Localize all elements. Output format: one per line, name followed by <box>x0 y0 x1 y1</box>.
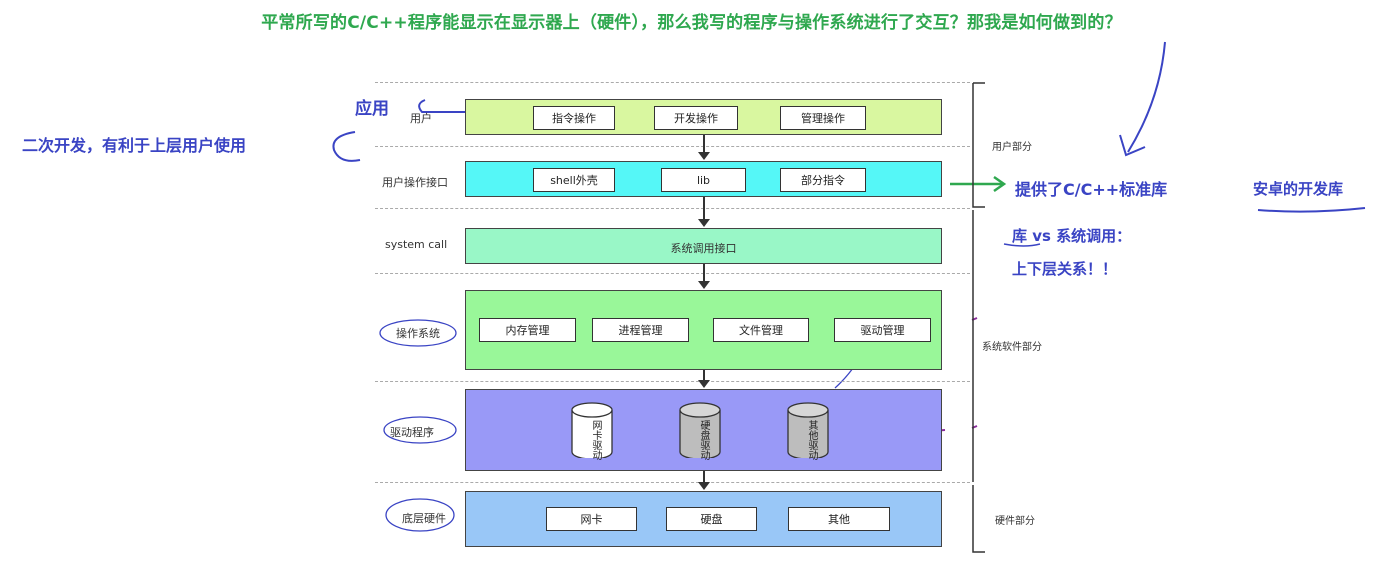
box-dev-op: 开发操作 <box>654 106 738 130</box>
box-manage-op: 管理操作 <box>780 106 866 130</box>
box-process-mgmt: 进程管理 <box>592 318 689 342</box>
note-secondary-dev: 二次开发，有利于上层用户使用 <box>22 136 247 155</box>
box-partial-cmd: 部分指令 <box>780 168 866 192</box>
box-lib: lib <box>661 168 746 192</box>
divider <box>375 208 970 209</box>
layer-user: 指令操作 开发操作 管理操作 <box>465 99 942 135</box>
layer-hardware: 网卡 硬盘 其他 <box>465 491 942 547</box>
box-file-mgmt: 文件管理 <box>713 318 809 342</box>
section-system-part: 系统软件部分 <box>982 342 1042 353</box>
section-hardware-part: 硬件部分 <box>995 516 1035 527</box>
box-shell: shell外壳 <box>533 168 615 192</box>
other-driver-label: 其他驱动 <box>806 420 817 460</box>
divider <box>375 82 970 83</box>
box-memory-mgmt: 内存管理 <box>479 318 576 342</box>
arrow-down <box>698 197 710 227</box>
disk-driver-cylinder-icon <box>679 402 721 458</box>
box-driver-mgmt: 驱动管理 <box>834 318 931 342</box>
layer-label-user: 用户 <box>410 112 432 125</box>
note-app: 应用 <box>355 99 389 119</box>
layer-label-user-api: 用户操作接口 <box>382 176 448 189</box>
layer-label-os: 操作系统 <box>396 327 440 340</box>
note-std-lib: 提供了C/C++标准库 <box>1015 180 1168 199</box>
note-relation: 上下层关系！！ <box>1012 260 1118 278</box>
divider <box>375 482 970 483</box>
layer-label-syscall: system call <box>385 238 448 251</box>
arrow-down <box>698 264 710 289</box>
note-lib-vs-syscall: 库 vs 系统调用： <box>1012 227 1132 245</box>
layer-user-api: shell外壳 lib 部分指令 <box>465 161 942 197</box>
divider <box>375 273 970 274</box>
layer-label-hardware: 底层硬件 <box>402 512 446 525</box>
note-android-lib: 安卓的开发库 <box>1253 180 1344 198</box>
nic-driver-label: 网卡驱动 <box>590 420 601 460</box>
layer-driver: 网卡驱动 硬盘驱动 其他驱动 <box>465 389 942 471</box>
other-driver-cylinder-icon <box>787 402 829 458</box>
nic-driver-cylinder-icon <box>571 402 613 458</box>
layer-os: 内存管理 进程管理 文件管理 驱动管理 <box>465 290 942 370</box>
box-command-op: 指令操作 <box>533 106 615 130</box>
box-other: 其他 <box>788 507 890 531</box>
arrow-down <box>698 471 710 490</box>
arrow-down <box>698 135 710 160</box>
layer-label-driver: 驱动程序 <box>390 426 434 439</box>
section-user-part: 用户部分 <box>992 142 1032 153</box>
divider <box>375 146 970 147</box>
top-question: 平常所写的C/C++程序能显示在显示器上（硬件），那么我写的程序与操作系统进行了… <box>261 13 1122 33</box>
box-disk: 硬盘 <box>666 507 757 531</box>
layer-syscall: 系统调用接口 <box>465 228 942 264</box>
section-brackets <box>972 82 985 553</box>
box-nic: 网卡 <box>546 507 637 531</box>
divider <box>375 381 970 382</box>
disk-driver-label: 硬盘驱动 <box>698 420 709 460</box>
arrow-down <box>698 370 710 388</box>
box-syscall-interface: 系统调用接口 <box>670 242 737 255</box>
